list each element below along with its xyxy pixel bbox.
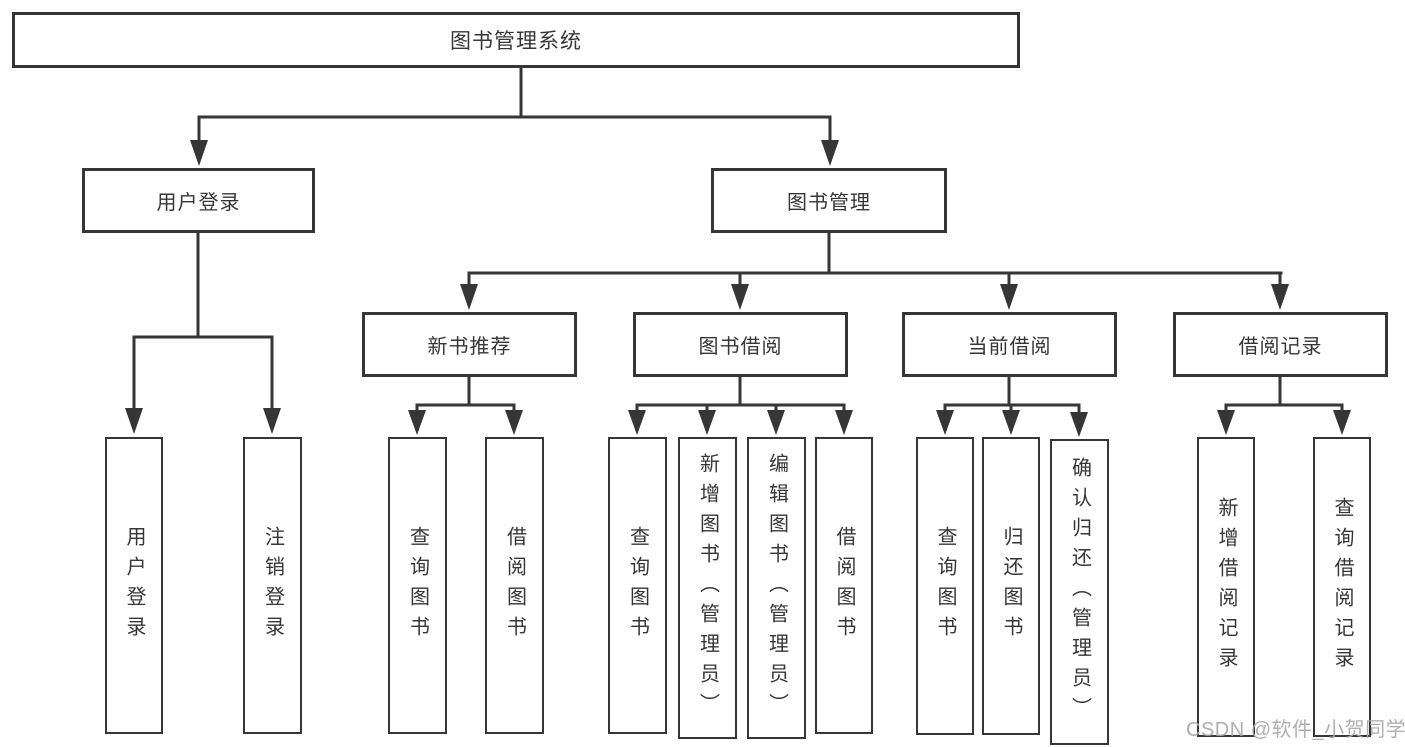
node-root: 图书管理系统 (12, 12, 1020, 68)
leaf-add-books-admin: 新增图书（管理员） (678, 437, 737, 739)
leaf-logout: 注销登录 (243, 437, 302, 734)
watermark-text: CSDN @软件_小贺同学 (1186, 719, 1405, 741)
node-new-book-recommendation: 新书推荐 (362, 312, 577, 377)
leaf-query-books-1: 查询图书 (388, 437, 447, 734)
leaf-user-login: 用户登录 (105, 437, 163, 734)
node-book-borrowing: 图书借阅 (633, 312, 848, 377)
leaf-return-books: 归还图书 (982, 437, 1040, 735)
node-user-login: 用户登录 (82, 168, 315, 233)
leaf-query-books-3: 查询图书 (916, 437, 974, 735)
leaf-confirm-return-admin: 确认归还（管理员） (1050, 439, 1109, 745)
node-book-management: 图书管理 (711, 168, 947, 233)
leaf-query-borrowing-record: 查询借阅记录 (1313, 437, 1371, 737)
leaf-add-borrowing-record: 新增借阅记录 (1197, 437, 1255, 737)
leaf-borrow-books-1: 借阅图书 (485, 437, 544, 734)
leaf-borrow-books-2: 借阅图书 (815, 437, 873, 734)
leaf-edit-books-admin: 编辑图书（管理员） (747, 437, 806, 739)
node-borrowing-records: 借阅记录 (1173, 312, 1388, 377)
node-current-borrowing: 当前借阅 (902, 312, 1117, 377)
leaf-query-books-2: 查询图书 (608, 437, 667, 734)
